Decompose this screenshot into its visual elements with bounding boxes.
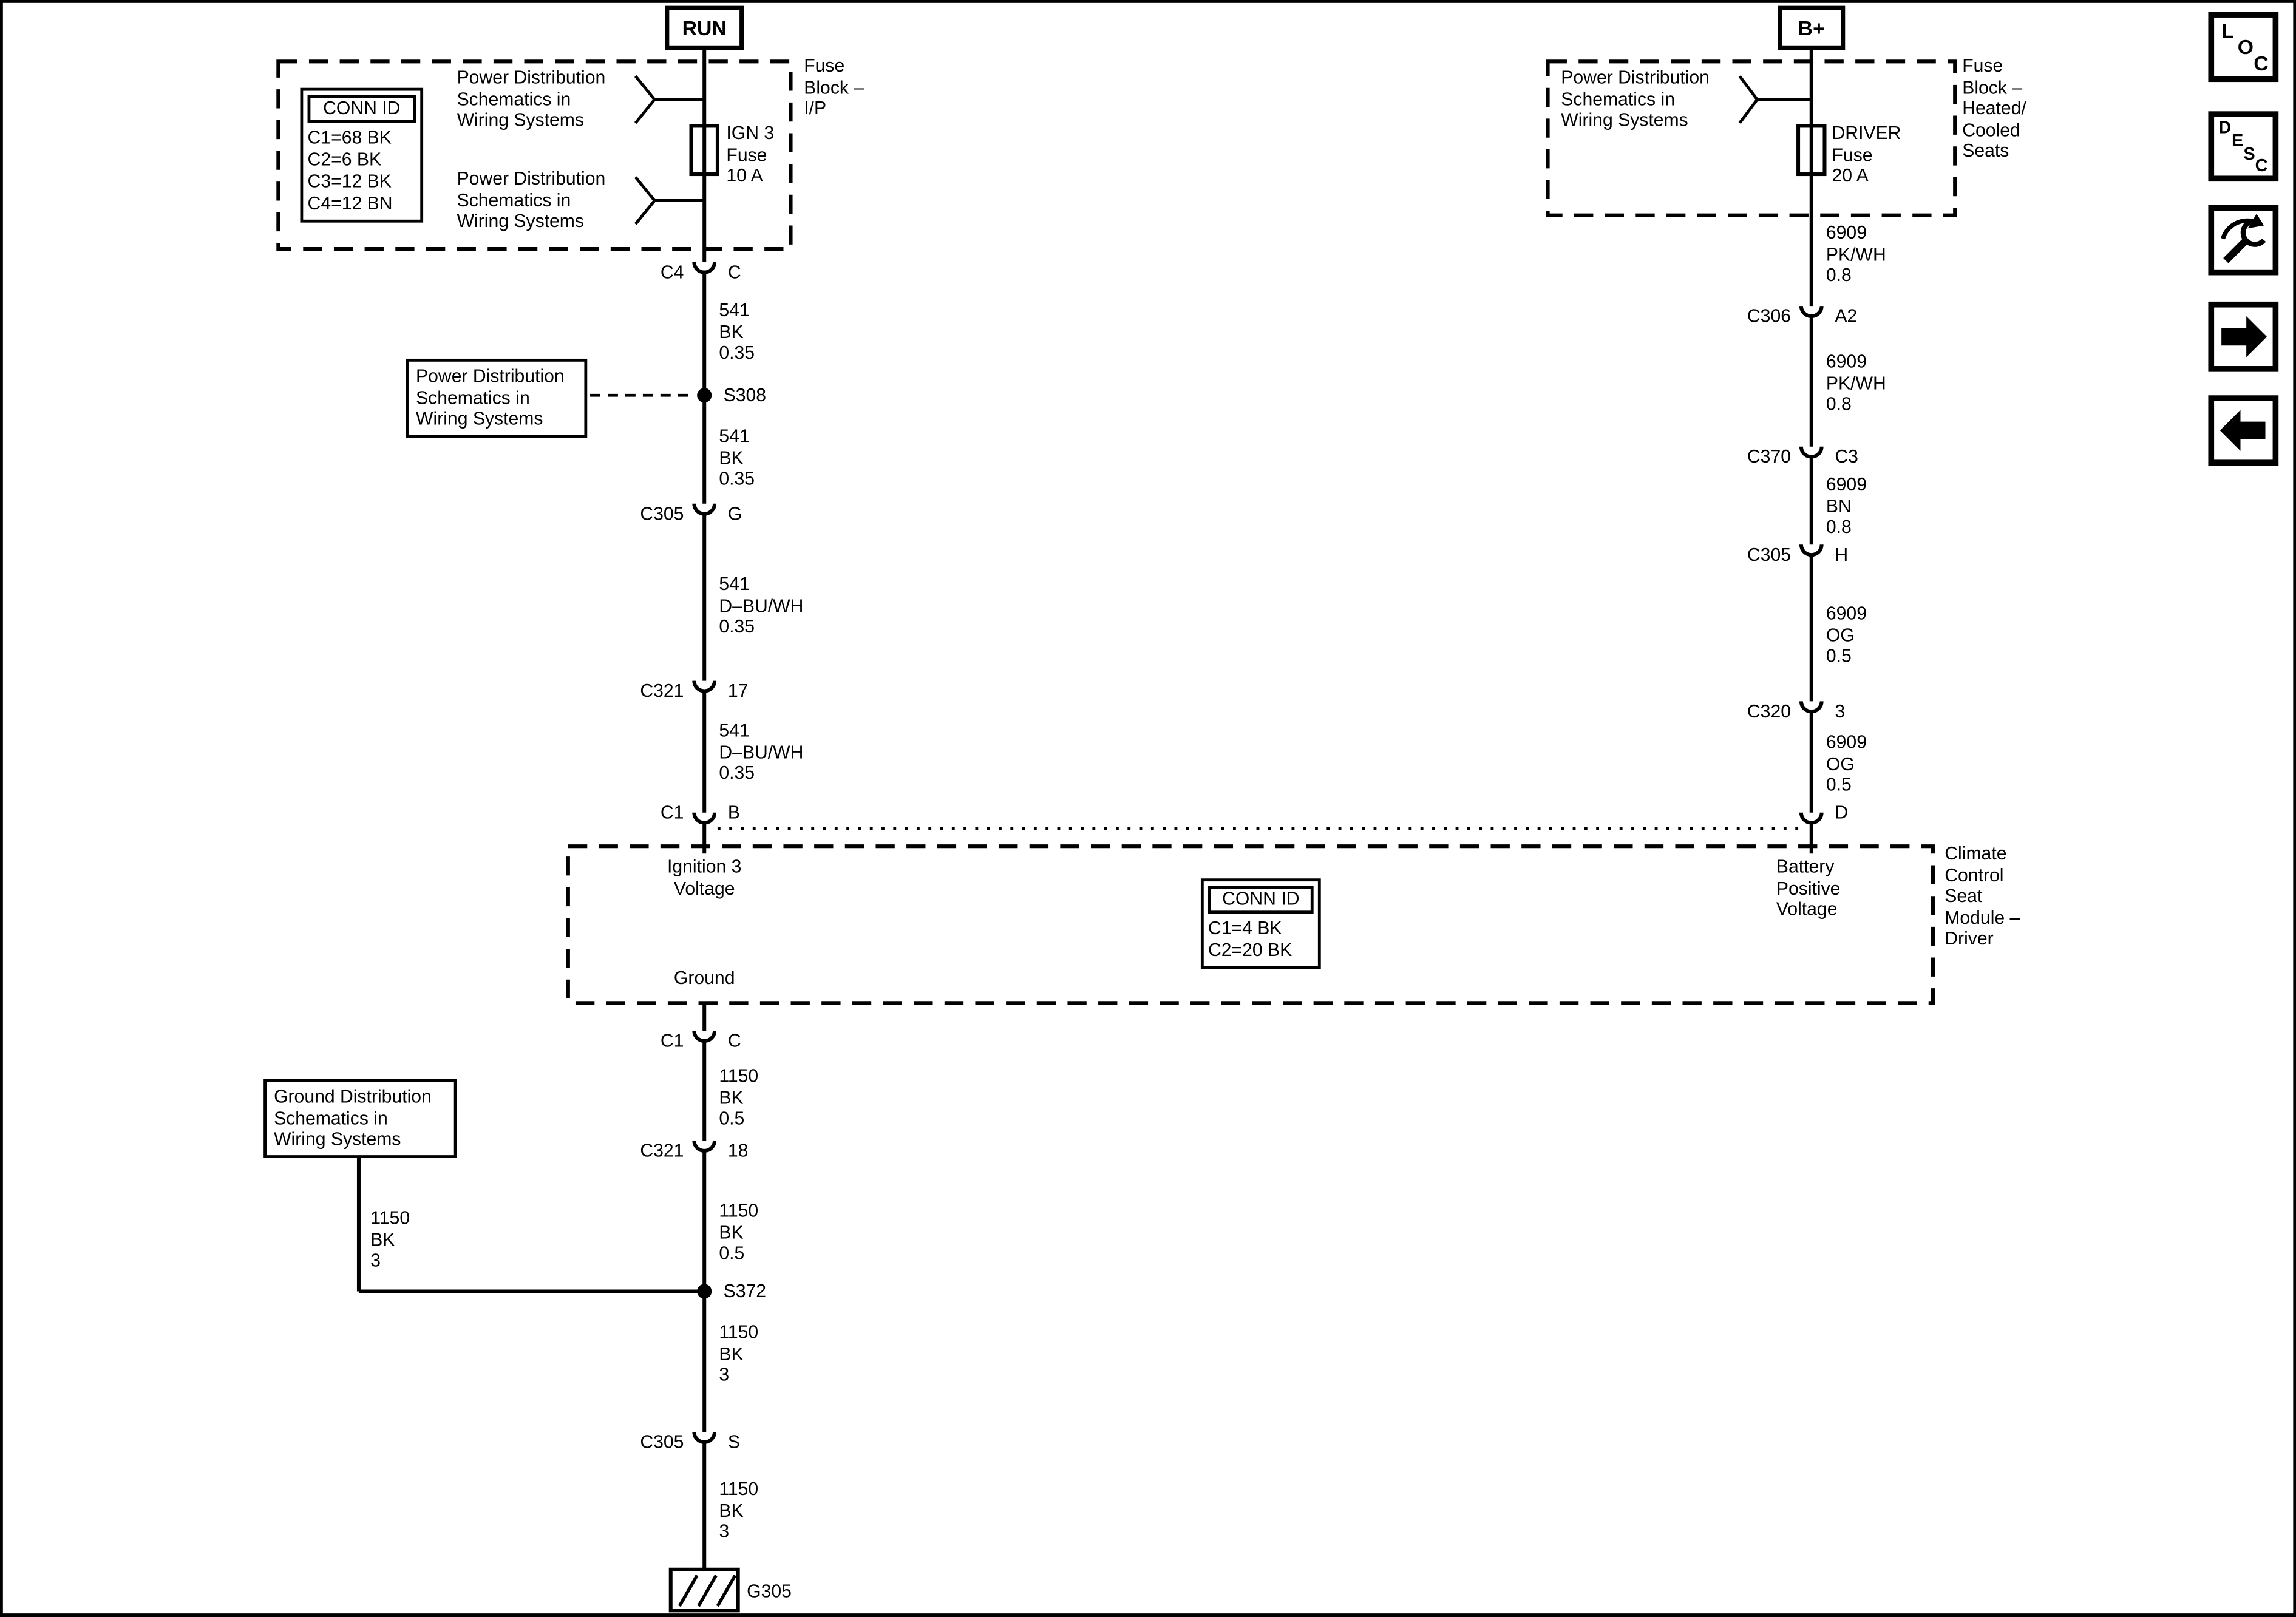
back-arrow-button[interactable] xyxy=(2208,395,2279,466)
splice-s372-label: S372 xyxy=(723,1281,767,1302)
driver-fuse-symbol xyxy=(1796,124,1827,177)
loc-letter: C xyxy=(2254,51,2269,75)
wire-label: 1150 BK 3 xyxy=(719,1479,759,1542)
ref-brace-right xyxy=(1738,75,1812,124)
splice-s372-dot xyxy=(697,1284,712,1299)
ref-brace-left-upper xyxy=(634,75,705,124)
desc-letter: E xyxy=(2232,130,2244,151)
conn-id-row: C4=12 BN xyxy=(307,193,393,214)
fuse-block-seats-outline xyxy=(1546,59,1957,217)
schematic-navigation-button[interactable] xyxy=(2208,205,2279,276)
back-arrow-icon xyxy=(2220,410,2266,451)
connector-pin-label: S xyxy=(727,1432,740,1453)
connector-pin-label: C xyxy=(727,1031,741,1051)
wire-label: 541 BK 0.35 xyxy=(719,425,755,489)
desc-button[interactable]: D E S C xyxy=(2208,111,2279,182)
run-power-mode-box: RUN xyxy=(665,5,744,50)
module-input-ignition-label: Ignition 3 Voltage xyxy=(667,856,742,898)
wire-label: 541 D–BU/WH 0.35 xyxy=(719,574,804,637)
connector-name-label: C321 xyxy=(640,1141,684,1161)
wire-label: 6909 OG 0.5 xyxy=(1826,732,1867,795)
wire-label: 1150 BK 0.5 xyxy=(719,1200,759,1264)
conn-id-table-fuse-block: CONN ID C1=68 BK C2=6 BK C3=12 BK C4=12 … xyxy=(300,87,424,223)
driver-fuse-label: DRIVER Fuse 20 A xyxy=(1832,123,1901,186)
connector-pin-label: B xyxy=(727,802,740,823)
loc-letter: O xyxy=(2237,35,2254,59)
connector-pin-label: 3 xyxy=(1835,701,1846,722)
ground-symbol xyxy=(668,1567,740,1613)
ref-brace-left-lower xyxy=(634,176,705,225)
inline-connector-symbols xyxy=(692,262,1824,1444)
ground-distribution-reference-box: Ground Distribution Schematics in Wiring… xyxy=(263,1079,457,1158)
conn-id-title: CONN ID xyxy=(1207,886,1314,914)
conn-id-row: C3=12 BK xyxy=(307,171,392,192)
conn-id-row: C2=6 BK xyxy=(307,149,382,170)
conn-id-row: C1=68 BK xyxy=(307,127,392,148)
connector-name-label: C1 xyxy=(660,802,684,823)
wire-label: 1150 BK 0.5 xyxy=(719,1066,759,1129)
splice-s308-label: S308 xyxy=(723,385,767,406)
seat-module-outline xyxy=(566,844,1935,1005)
connector-name-label: C4 xyxy=(660,262,684,283)
ign3-fuse-symbol xyxy=(689,124,719,177)
loc-button[interactable]: L O C xyxy=(2208,12,2279,83)
conn-id-table-module: CONN ID C1=4 BK C2=20 BK xyxy=(1200,878,1321,969)
wire-label: 541 BK 0.35 xyxy=(719,300,755,364)
power-distribution-ref-upper: Power Distribution Schematics in Wiring … xyxy=(457,67,606,131)
forward-arrow-icon xyxy=(2221,316,2267,358)
connector-name-label: C370 xyxy=(1747,446,1791,467)
desc-letter: C xyxy=(2255,155,2268,176)
desc-letter: S xyxy=(2243,143,2255,164)
wire-label: 6909 OG 0.5 xyxy=(1826,603,1867,666)
connector-name-label: C306 xyxy=(1747,306,1791,327)
fuse-block-seats-name: Fuse Block – Heated/ Cooled Seats xyxy=(1962,55,2026,161)
forward-arrow-button[interactable] xyxy=(2208,301,2279,372)
loc-letter: L xyxy=(2221,19,2234,42)
connector-name-label: C305 xyxy=(640,503,684,524)
module-input-battery-label: Battery Positive Voltage xyxy=(1776,856,1841,920)
desc-letter: D xyxy=(2218,117,2232,138)
ground-id-label: G305 xyxy=(747,1581,792,1602)
connector-name-label: C321 xyxy=(640,680,684,702)
conn-id-title: CONN ID xyxy=(307,95,416,123)
schematic-navigation-icon xyxy=(2221,214,2266,263)
fuse-block-ip-outline xyxy=(276,59,793,251)
module-ground-label: Ground xyxy=(673,968,735,989)
connector-pin-label: A2 xyxy=(1835,306,1858,327)
fuse-block-ip-name: Fuse Block – I/P xyxy=(804,55,864,119)
wire-label: 1150 BK 3 xyxy=(719,1322,759,1385)
wire-label: 6909 PK/WH 0.8 xyxy=(1826,222,1886,286)
connector-name-label: C305 xyxy=(640,1432,684,1453)
battery-positive-box: B+ xyxy=(1778,5,1846,50)
module-name-label: Climate Control Seat Module – Driver xyxy=(1944,843,2020,949)
power-distribution-ref-lower: Power Distribution Schematics in Wiring … xyxy=(457,168,606,232)
connector-pin-label: D xyxy=(1835,802,1849,823)
wire-label: 6909 BN 0.8 xyxy=(1826,474,1867,538)
connector-pin-label: G xyxy=(727,503,742,524)
connector-name-label: C1 xyxy=(660,1031,684,1051)
power-distribution-ref-right: Power Distribution Schematics in Wiring … xyxy=(1561,67,1710,131)
wire-label-branch: 1150 BK 3 xyxy=(370,1207,410,1271)
splice-s308-dot xyxy=(697,388,712,403)
ign3-fuse-label: IGN 3 Fuse 10 A xyxy=(726,123,775,186)
s308-reference-box: Power Distribution Schematics in Wiring … xyxy=(406,358,588,438)
connector-name-label: C320 xyxy=(1747,701,1791,722)
connector-pin-label: H xyxy=(1835,544,1849,566)
conn-id-row: C2=20 BK xyxy=(1207,940,1292,961)
connector-pin-label: C3 xyxy=(1835,446,1858,467)
conn-id-row: C1=4 BK xyxy=(1207,918,1282,939)
connector-name-label: C305 xyxy=(1747,544,1791,566)
connector-pin-label: 17 xyxy=(727,680,749,702)
wire-label: 6909 PK/WH 0.8 xyxy=(1826,351,1886,415)
connector-pin-label: C xyxy=(727,262,741,283)
connector-pin-label: 18 xyxy=(727,1141,749,1161)
wire-label: 541 D–BU/WH 0.35 xyxy=(719,720,804,784)
